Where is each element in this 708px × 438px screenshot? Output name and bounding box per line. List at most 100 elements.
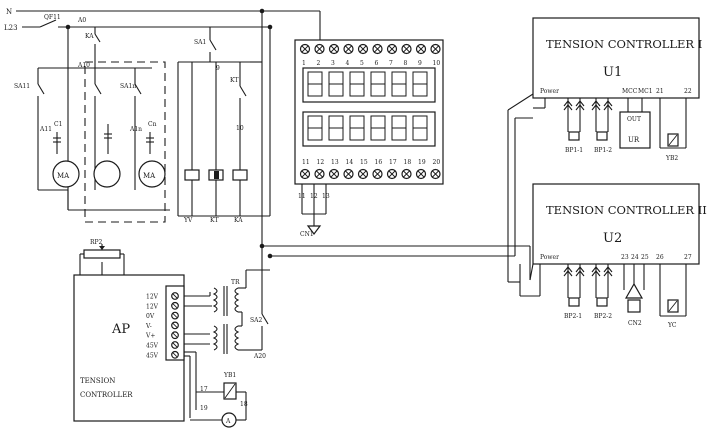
node-10-label: 10 <box>236 125 244 132</box>
display-terminal-label: 20 <box>433 159 441 166</box>
sa1-label: SA1 <box>194 39 206 46</box>
display-terminal-label: 2 <box>317 60 321 67</box>
cn1-connector <box>306 225 322 235</box>
u1-title: TENSION CONTROLLER I <box>546 37 702 51</box>
seven-segment-digit <box>349 115 365 141</box>
u2-pressure-sensor <box>596 297 608 307</box>
yv-coil <box>184 169 200 181</box>
display-terminal-label: 17 <box>389 159 397 166</box>
display-terminal-label: 3 <box>331 60 335 67</box>
ka-coil-label: KA <box>234 217 243 224</box>
motor-1-label: MA <box>57 172 70 180</box>
u1-t22: 22 <box>684 88 692 95</box>
display-terminal-label: 14 <box>346 159 354 166</box>
u2-t26: 26 <box>656 254 664 261</box>
u2-pressure-sensor <box>568 297 580 307</box>
motor-n-label: MA <box>143 172 156 180</box>
t19-label: 19 <box>200 405 208 412</box>
u1-bp1-label: BP1-1 <box>565 147 583 154</box>
display-terminal-label: 19 <box>418 159 426 166</box>
ur-module <box>619 111 651 149</box>
ap-name-1: TENSION <box>80 377 115 385</box>
display-readout <box>302 111 436 147</box>
u2-t27: 27 <box>684 254 692 261</box>
cn1-label: CN1 <box>300 231 314 238</box>
seven-segment-digit <box>307 115 323 141</box>
u1-pressure-sensor <box>568 131 580 141</box>
display-terminal-label: 11 <box>302 159 310 166</box>
sa2-label: SA2 <box>250 317 262 324</box>
display-terminal-label: 12 <box>317 159 325 166</box>
seven-segment-digit <box>391 115 407 141</box>
u2-t25: 25 <box>641 254 649 261</box>
u2-t24: 24 <box>631 254 639 261</box>
kt-coil-label: KT <box>210 217 218 224</box>
motor-1 <box>52 160 80 188</box>
u1-mc1-label: MC1 <box>638 88 653 95</box>
display-terminal-label: 10 <box>433 60 441 67</box>
u1-bp2-label: BP1-2 <box>594 147 612 154</box>
ap-terminal-label: V+ <box>145 333 155 340</box>
motor-n <box>138 160 166 188</box>
seven-segment-digit <box>391 71 407 97</box>
rp2-label: RP2 <box>90 239 103 246</box>
rp2-potentiometer <box>83 249 121 259</box>
ap-name-2: CONTROLLER <box>80 391 133 399</box>
relay-circuit: SA1 9 YV KT KT 10 KA <box>177 11 271 224</box>
display-terminal-label: 5 <box>360 60 364 67</box>
motor-circuit: A0 KA A10 SA11 A11 C1 MA SA1n <box>14 17 170 223</box>
yb2-label: YB2 <box>665 155 678 162</box>
u1-pressure-sensor <box>596 131 608 141</box>
ap-terminal-label: 45V <box>146 343 159 350</box>
yc-label: YC <box>667 322 677 329</box>
ur-label: UR <box>628 136 640 144</box>
kt-label: KT <box>230 77 238 84</box>
sa1n-label: SA1n <box>120 83 136 90</box>
ap-terminal-label: 45V <box>146 352 159 359</box>
seven-segment-digit <box>412 71 428 97</box>
cn2-label: CN2 <box>628 320 642 327</box>
seven-segment-digit <box>370 71 386 97</box>
display-terminal-label: 16 <box>375 159 383 166</box>
a1n-label: A1n <box>129 126 142 133</box>
display-terminal-label: 13 <box>331 159 339 166</box>
a20-label: A20 <box>253 353 266 360</box>
display-terminal-label: 8 <box>404 60 408 67</box>
supply-bus: N L23 QF11 <box>4 8 320 32</box>
bus-label-n: N <box>6 8 12 16</box>
seven-segment-digit <box>349 71 365 97</box>
display-terminal-label: 15 <box>360 159 368 166</box>
u1-mcc-label: MCC <box>622 88 638 95</box>
a11-label: A11 <box>39 126 52 133</box>
seven-segment-digit <box>307 71 323 97</box>
ap-tension-controller: RP2 14 15 16 AP TENSION CONTROLLER 12V12… <box>73 239 270 428</box>
t18-label: 18 <box>240 401 248 408</box>
yv-label: YV <box>183 217 193 224</box>
seven-segment-digit <box>370 115 386 141</box>
ap-code: AP <box>111 322 130 337</box>
display-terminal-label: 4 <box>346 60 350 67</box>
qf11-label: QF11 <box>44 14 61 21</box>
display-readout <box>302 67 436 103</box>
cn2-connector <box>624 282 644 299</box>
node-9-label: 9 <box>216 65 220 72</box>
tension-controller-2: TENSION CONTROLLER II U2 Power 23 24 25 … <box>532 183 707 329</box>
ur-out-label: OUT <box>627 116 641 123</box>
display-terminal-label: 6 <box>375 60 379 67</box>
bus-label-l23: L23 <box>4 24 18 32</box>
a0-label: A0 <box>77 17 86 24</box>
c1-label: C1 <box>54 121 62 128</box>
yb1-label: YB1 <box>223 372 236 379</box>
sa11-label: SA11 <box>14 83 30 90</box>
tension-controller-1: TENSION CONTROLLER I U1 Power MCC MC1 21… <box>532 17 702 162</box>
controller-power-wiring <box>259 62 546 300</box>
ap-terminal-label: V- <box>145 323 152 330</box>
seven-segment-digit <box>328 71 344 97</box>
u2-id: U2 <box>603 231 622 246</box>
display-terminal-label: 7 <box>389 60 393 67</box>
ka-label: KA <box>85 33 94 40</box>
ap-terminal-label: 0V <box>146 313 155 320</box>
ammeter-label: A <box>225 418 231 425</box>
